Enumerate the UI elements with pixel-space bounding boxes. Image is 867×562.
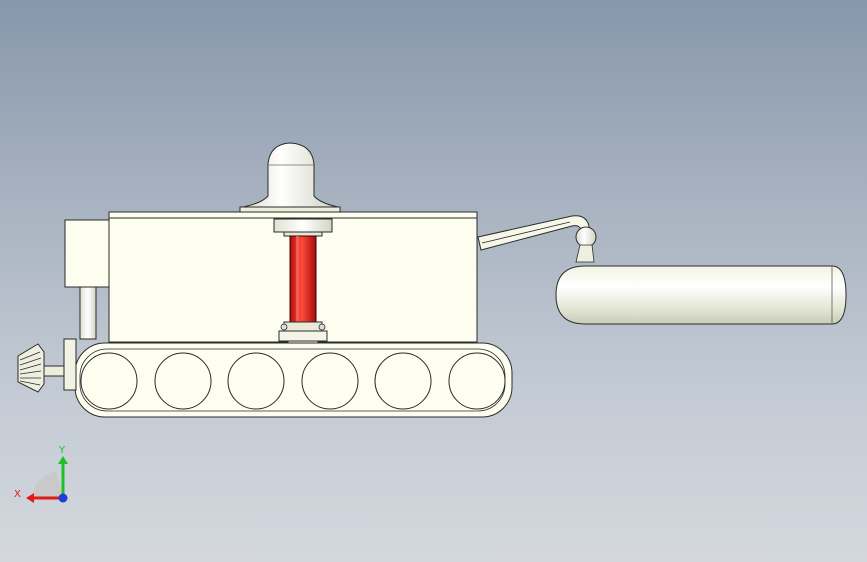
- red-piston[interactable]: [289, 235, 317, 323]
- arm-joint[interactable]: [575, 226, 597, 248]
- road-wheel-5[interactable]: [374, 352, 432, 410]
- z-axis-dot: [58, 493, 68, 503]
- piston-foot-base[interactable]: [278, 330, 328, 342]
- track-belt[interactable]: [74, 342, 513, 418]
- road-wheel-4[interactable]: [301, 352, 359, 410]
- road-wheel-2[interactable]: [154, 352, 212, 410]
- x-arrow-head: [26, 493, 34, 503]
- piston-collar[interactable]: [283, 231, 323, 237]
- arm-inner-line: [481, 221, 571, 244]
- y-arrow-head: [58, 456, 68, 464]
- rear-hub[interactable]: [63, 338, 77, 391]
- gear-teeth: [19, 351, 42, 386]
- road-wheel-6[interactable]: [448, 352, 506, 410]
- dome-base[interactable]: [239, 206, 341, 213]
- triad-plane-icon: [32, 471, 63, 498]
- road-wheel-3[interactable]: [227, 352, 285, 410]
- y-axis-label: Y: [58, 445, 66, 456]
- piston-flange[interactable]: [273, 218, 333, 233]
- foot-bolt-right: [318, 323, 326, 331]
- road-wheel-1[interactable]: [80, 352, 138, 410]
- piston-foot-plate[interactable]: [283, 321, 323, 332]
- front-arm[interactable]: [477, 215, 590, 251]
- foot-bolt-left: [280, 323, 288, 331]
- x-axis-label: X: [14, 489, 21, 500]
- rear-box[interactable]: [64, 219, 110, 288]
- coordinate-triad: X Y: [14, 445, 68, 503]
- arm-connector: [575, 244, 595, 263]
- cylinder-tank[interactable]: [555, 265, 847, 325]
- bevel-gear[interactable]: [17, 343, 45, 393]
- piston-inner-line: [296, 236, 299, 322]
- top-dome[interactable]: [242, 142, 339, 208]
- rear-pipe[interactable]: [79, 286, 97, 340]
